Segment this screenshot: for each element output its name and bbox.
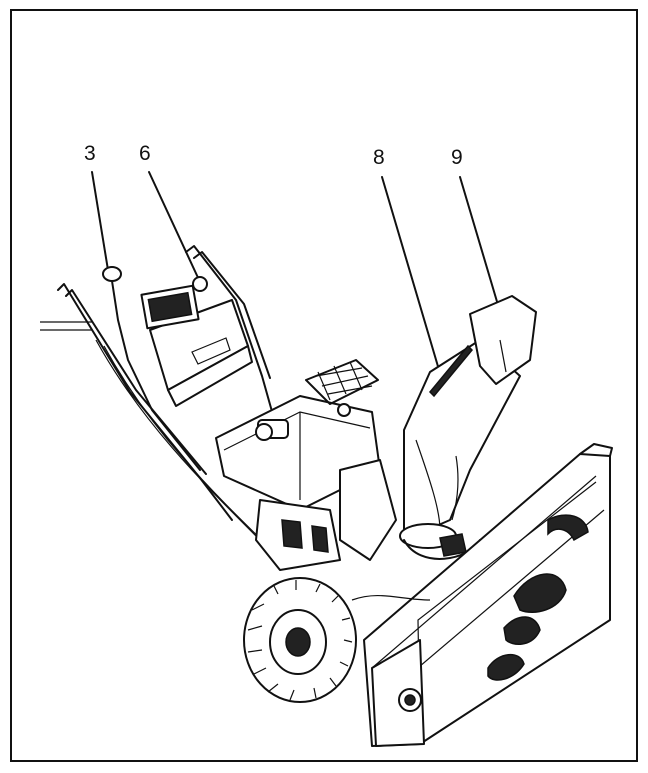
left-handle xyxy=(40,283,233,521)
callout-9-label: 9 xyxy=(451,146,463,169)
control-cable xyxy=(95,339,261,541)
leader-line-9 xyxy=(459,176,499,306)
left-wheel xyxy=(243,577,357,703)
control-knob-6 xyxy=(192,276,208,292)
auger-housing xyxy=(363,443,613,747)
callout-6-label: 6 xyxy=(139,142,151,165)
chute-crank-3 xyxy=(102,266,201,471)
chute-rotation-gear xyxy=(439,533,467,557)
leader-line-3 xyxy=(91,171,109,271)
headlight xyxy=(140,284,200,330)
leader-line-6 xyxy=(148,171,201,283)
engine-block xyxy=(255,459,397,571)
control-cable xyxy=(103,345,271,549)
chute-deflector-9 xyxy=(469,295,537,385)
callout-3-label: 3 xyxy=(84,142,96,165)
auger-cable xyxy=(351,594,431,601)
callout-8-label: 8 xyxy=(373,146,385,169)
leader-line-8 xyxy=(381,176,443,381)
right-handle xyxy=(185,245,281,441)
